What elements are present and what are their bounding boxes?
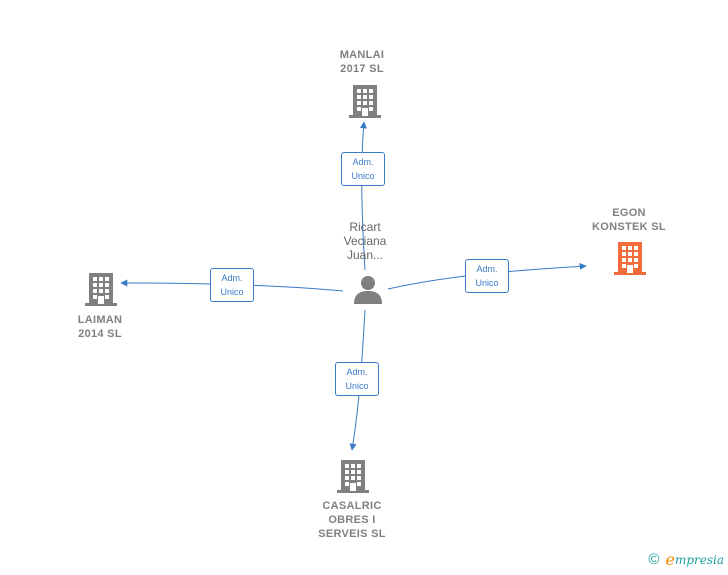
node-label-casalric[interactable]: CASALRIC OBRES I SERVEIS SL — [318, 500, 386, 540]
copyright-symbol: © — [648, 551, 660, 568]
brand-name: mpresia — [674, 552, 724, 567]
edge-label-manlai: Adm. Unico — [341, 152, 385, 186]
building-icon-egon[interactable] — [614, 242, 646, 275]
edge-to-manlai — [359, 121, 367, 271]
edge-label-laiman: Adm. Unico — [210, 268, 254, 302]
building-icon-casalric[interactable] — [337, 460, 369, 493]
building-icon-manlai[interactable] — [349, 85, 381, 118]
person-label[interactable]: Ricart Veciana Juan... — [343, 220, 387, 262]
person-icon[interactable] — [354, 276, 382, 304]
brand-logo-letter: e — [665, 550, 675, 569]
node-label-laiman[interactable]: LAIMAN 2014 SL — [77, 314, 123, 340]
node-label-manlai[interactable]: MANLAI 2017 SL — [339, 49, 385, 75]
edge-label-casalric: Adm. Unico — [335, 362, 379, 396]
edge-label-egon: Adm. Unico — [465, 259, 509, 293]
building-icon-laiman[interactable] — [85, 273, 117, 306]
node-label-egon[interactable]: EGON KONSTEK SL — [592, 207, 666, 233]
